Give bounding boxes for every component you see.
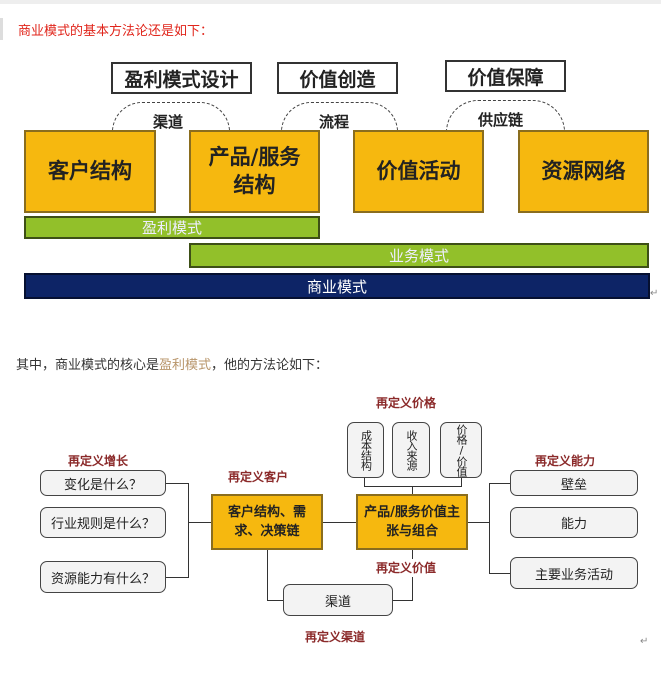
label-redefine-value: 再定义价值 <box>376 561 437 575</box>
arrow-to-customer <box>188 522 211 523</box>
top-box-value-creation: 价值创造 <box>277 62 398 94</box>
box-product-value-proposition: 产品/服务价值主张与组合 <box>356 494 468 550</box>
box-industry-rules: 行业规则是什么？ <box>40 507 166 538</box>
box-revenue-source: 收入来源 <box>392 422 430 478</box>
label-redefine-price: 再定义价格 <box>376 396 437 410</box>
box-value-activity: 价值活动 <box>353 130 484 213</box>
label-redefine-capability: 再定义能力 <box>535 454 596 468</box>
connector <box>267 550 268 600</box>
box-resource-capability: 资源能力有什么？ <box>40 561 166 593</box>
arc-label-channel: 渠道 <box>153 113 184 131</box>
profit-model-link[interactable]: 盈利模式 <box>159 358 212 373</box>
connector <box>364 478 365 486</box>
paragraph-text: ，他的方法论如下： <box>211 358 329 373</box>
box-channel: 渠道 <box>283 584 393 616</box>
arrow-to-product <box>468 522 489 523</box>
top-bar <box>0 0 661 4</box>
connector <box>412 577 413 601</box>
connector <box>489 483 490 574</box>
box-price-value: 价格/价值 <box>440 422 482 478</box>
quote-accent <box>0 18 3 40</box>
connector <box>166 483 189 484</box>
connector <box>364 486 462 487</box>
bar-business-model: 商业模式 <box>24 273 650 299</box>
top-box-profit-design: 盈利模式设计 <box>111 62 252 94</box>
intro-paragraph: 其中，商业模式的核心是盈利模式，他的方法论如下： <box>16 354 328 373</box>
connector <box>267 600 283 601</box>
box-key-activities: 主要业务活动 <box>510 557 638 589</box>
box-what-changed: 变化是什么？ <box>40 470 166 496</box>
connector <box>166 577 189 578</box>
connector <box>489 573 510 574</box>
connector <box>489 483 510 484</box>
arrow-bidirectional <box>323 522 356 523</box>
box-cost-structure: 成本结构 <box>347 422 384 478</box>
box-product-service-structure: 产品/服务结构 <box>189 130 320 213</box>
box-capability: 能力 <box>510 507 638 538</box>
arc-label-process: 流程 <box>319 113 350 131</box>
return-mark: ↵ <box>640 636 649 647</box>
arc-label-supply-chain: 供应链 <box>478 111 524 129</box>
bar-profit-model: 盈利模式 <box>24 216 320 239</box>
box-customer-needs: 客户结构、需求、决策链 <box>211 494 323 550</box>
bar-business-operation-model: 业务模式 <box>189 243 649 268</box>
label-redefine-growth: 再定义增长 <box>68 454 129 468</box>
box-customer-structure: 客户结构 <box>24 130 156 213</box>
top-box-value-assurance: 价值保障 <box>445 60 566 92</box>
connector <box>392 600 413 601</box>
connector <box>461 478 462 486</box>
arrow-to-product <box>412 486 413 494</box>
connector <box>188 483 189 578</box>
return-mark: ↵ <box>650 288 659 299</box>
label-redefine-channel: 再定义渠道 <box>305 630 366 644</box>
label-redefine-customer: 再定义客户 <box>228 470 289 484</box>
connector <box>412 550 413 559</box>
box-barrier: 壁垒 <box>510 470 638 496</box>
paragraph-text: 其中，商业模式的核心是 <box>16 358 160 373</box>
box-resource-network: 资源网络 <box>518 130 649 213</box>
section-heading: 商业模式的基本方法论还是如下： <box>18 24 214 39</box>
